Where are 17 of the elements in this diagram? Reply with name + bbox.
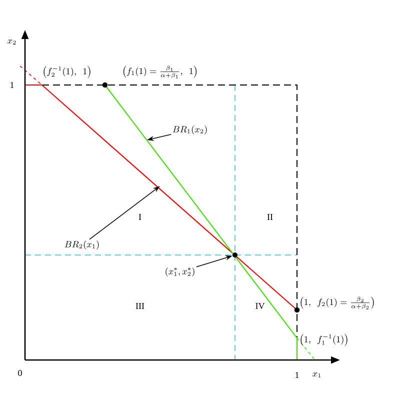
region-label: IV [256, 302, 265, 310]
curve-label: $BR_2(x_1)$ [64, 240, 99, 250]
region-label: II [267, 214, 273, 220]
point-label: $\left(1,\ \ f_2(1)=\frac{\beta_2}{\alpha+\beta_2}\right)$ [300, 296, 374, 310]
axis-label: $x_2$ [8, 39, 16, 44]
equilibrium-point [232, 252, 238, 258]
tick-label: 1 [296, 372, 299, 378]
point-label: $\left(f_2^{-1}(1),\ \ 1\right)$ [44, 66, 90, 78]
axis-label: $x_1$ [312, 372, 321, 378]
curve-label: $BR_1(x_2)$ [172, 126, 207, 134]
tick-label: 1 [10, 82, 14, 88]
region-label: III [136, 303, 144, 309]
point-label: $(x_1^*, x_2^*)$ [166, 268, 194, 276]
region-label: I [138, 214, 142, 220]
tick-label: 0 [18, 370, 22, 376]
point-label: $\left(f_1(1)=\frac{\beta_1}{\alpha+\beta_1},\ \ 1\right)$ [123, 66, 197, 78]
point-label: $\left(1,\ \ f_1^{-1}(1)\right)$ [300, 334, 348, 346]
